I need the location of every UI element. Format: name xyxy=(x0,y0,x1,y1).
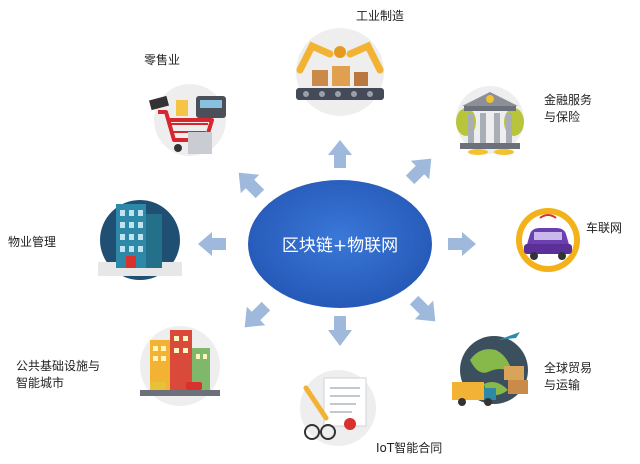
factory-robot-icon xyxy=(296,28,384,116)
arrow-upper-right xyxy=(405,158,432,185)
car-icon xyxy=(516,208,580,272)
label-infra-line2: 智能城市 xyxy=(16,376,65,390)
label-trade-line1: 全球贸易 xyxy=(544,361,593,375)
label-industrial: 工业制造 xyxy=(356,9,405,23)
arrows xyxy=(198,140,476,346)
label-contract: IoT智能合同 xyxy=(376,441,443,455)
label-infra-line1: 公共基础设施与 xyxy=(16,359,101,373)
globe-truck-icon xyxy=(452,332,528,406)
label-property: 物业管理 xyxy=(8,235,57,249)
arrow-up xyxy=(328,140,352,168)
city-icon xyxy=(140,326,220,406)
label-infra: 公共基础设施与 智能城市 xyxy=(16,358,100,392)
contract-pen-icon xyxy=(300,370,376,446)
label-finance-line1: 金融服务 xyxy=(544,93,593,107)
arrow-right xyxy=(448,232,476,256)
bank-icon xyxy=(456,86,524,155)
label-trade-line2: 与运输 xyxy=(544,378,581,392)
arrow-down xyxy=(328,316,352,346)
shopping-cart-icon xyxy=(149,84,226,156)
label-iov: 车联网 xyxy=(586,221,623,235)
arrow-upper-left xyxy=(238,172,265,199)
label-retail: 零售业 xyxy=(144,53,181,67)
arrow-lower-left xyxy=(244,301,271,328)
label-finance-line2: 与保险 xyxy=(544,110,581,124)
label-trade: 全球贸易 与运输 xyxy=(544,360,592,394)
building-icon xyxy=(98,200,182,280)
label-finance: 金融服务 与保险 xyxy=(544,92,592,126)
arrow-left xyxy=(198,232,226,256)
hub: 区块链+物联网 xyxy=(248,180,432,308)
arrow-lower-right xyxy=(409,295,436,322)
hub-label: 区块链+物联网 xyxy=(282,236,398,256)
